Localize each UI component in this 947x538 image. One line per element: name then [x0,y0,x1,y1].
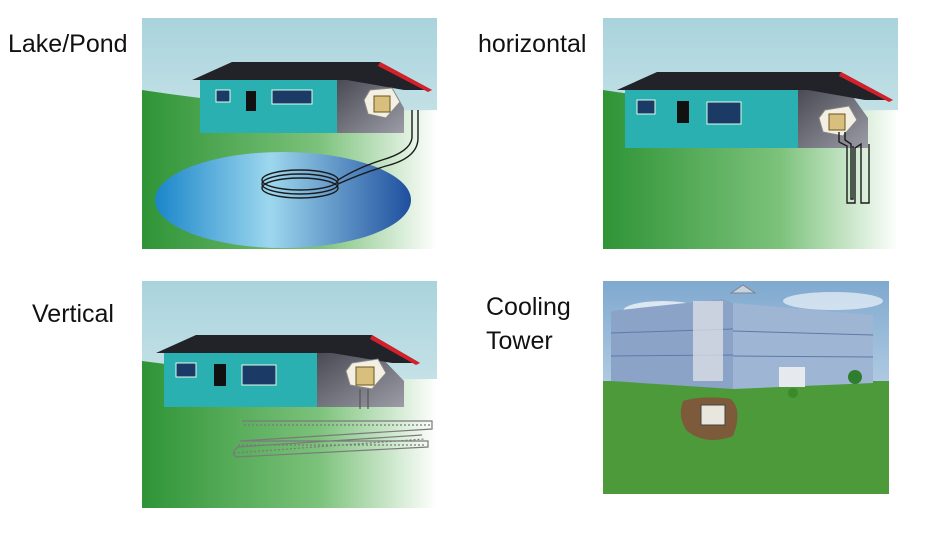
lake-pond-illustration [142,18,437,249]
heat-pump-unit-icon [818,105,858,137]
pond [155,152,411,248]
label-cooling-line2: Tower [486,327,553,355]
heat-pump-unit-icon [680,397,738,440]
label-cooling-line1: Cooling [486,293,571,321]
cooling-tower-illustration [603,281,889,494]
heat-pump-unit-icon [345,358,387,390]
label-lake-pond: Lake/Pond [8,30,128,58]
office-building-icon [610,284,874,389]
horizontal-loop-illustration [603,18,898,249]
label-cooling-tower: Cooling Tower [486,290,571,358]
heat-pump-unit-icon [363,87,401,119]
pond-coil-icon [261,110,419,199]
house-icon [617,72,893,148]
ground-loop-icon [838,132,870,204]
label-vertical: Vertical [32,300,114,328]
ground-loop-icon [232,389,433,458]
label-horizontal: horizontal [478,30,587,58]
vertical-loop-illustration [142,281,437,508]
house-icon [156,335,420,407]
